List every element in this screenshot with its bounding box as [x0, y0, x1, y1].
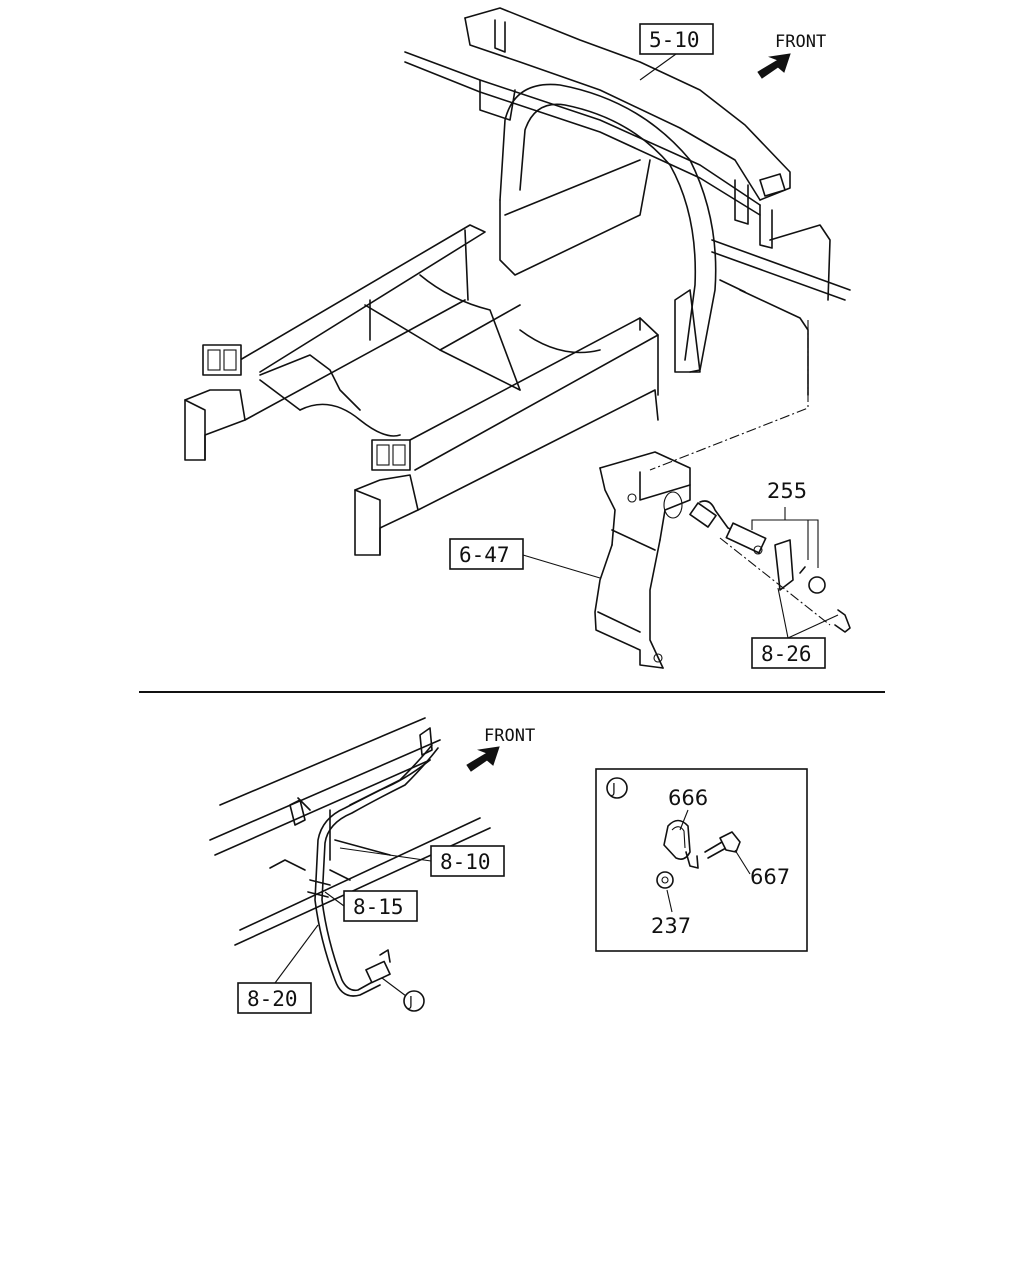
clip-666: 666	[663, 786, 708, 869]
front-frame-rail	[354, 317, 659, 556]
top-assembly-view: FRONT 5-10 6-47 8-26 255	[184, 7, 851, 669]
ref-label-5-10: 5-10	[649, 28, 700, 52]
part-label-237: 237	[651, 914, 691, 938]
part-label-666: 666	[668, 786, 708, 810]
nut-237: 237	[651, 871, 691, 938]
front-arrow-top: FRONT	[757, 32, 826, 79]
brackets-clips	[289, 727, 433, 826]
ref-box-8-20: 8-20	[237, 924, 319, 1014]
ref-box-5-10: 5-10	[639, 23, 714, 81]
upper-crossmember	[404, 7, 791, 249]
ref-label-8-10: 8-10	[440, 850, 491, 874]
ref-box-8-26: 8-26	[751, 587, 839, 669]
front-label-top: FRONT	[775, 32, 826, 52]
callout-marker-j: J	[381, 977, 425, 1012]
ref-box-6-47: 6-47	[449, 538, 601, 579]
sensor-harness	[307, 744, 439, 997]
left-frame-rail	[184, 224, 486, 461]
ref-label-8-20: 8-20	[247, 987, 298, 1011]
ref-box-8-15: 8-15	[324, 890, 418, 922]
right-frame-rail	[674, 224, 851, 396]
frame-crossmembers	[259, 274, 601, 437]
callout-marker-j-label: J	[408, 995, 413, 1010]
mounting-bracket	[594, 451, 691, 669]
cab-mount-bracket	[499, 83, 717, 373]
mounting-leader	[649, 320, 809, 471]
bottom-assembly-view: FRONT 8-10 8-15 8-20 J	[209, 717, 535, 1014]
ref-label-8-26: 8-26	[761, 642, 812, 666]
detail-j: J 666 667 237	[595, 768, 808, 952]
detail-j-frame	[595, 768, 808, 952]
part-label-255: 255	[767, 479, 807, 503]
front-label-bottom: FRONT	[484, 726, 535, 746]
ref-label-8-15: 8-15	[353, 895, 404, 919]
ref-label-6-47: 6-47	[459, 543, 510, 567]
sensor-assembly	[689, 500, 851, 633]
bolt-667: 667	[704, 831, 790, 889]
part-label-667: 667	[750, 865, 790, 889]
ref-box-8-10: 8-10	[339, 845, 505, 877]
detail-j-marker: J	[611, 782, 616, 797]
front-arrow-bottom: FRONT	[466, 726, 535, 772]
part-callout-255: 255	[751, 479, 819, 568]
